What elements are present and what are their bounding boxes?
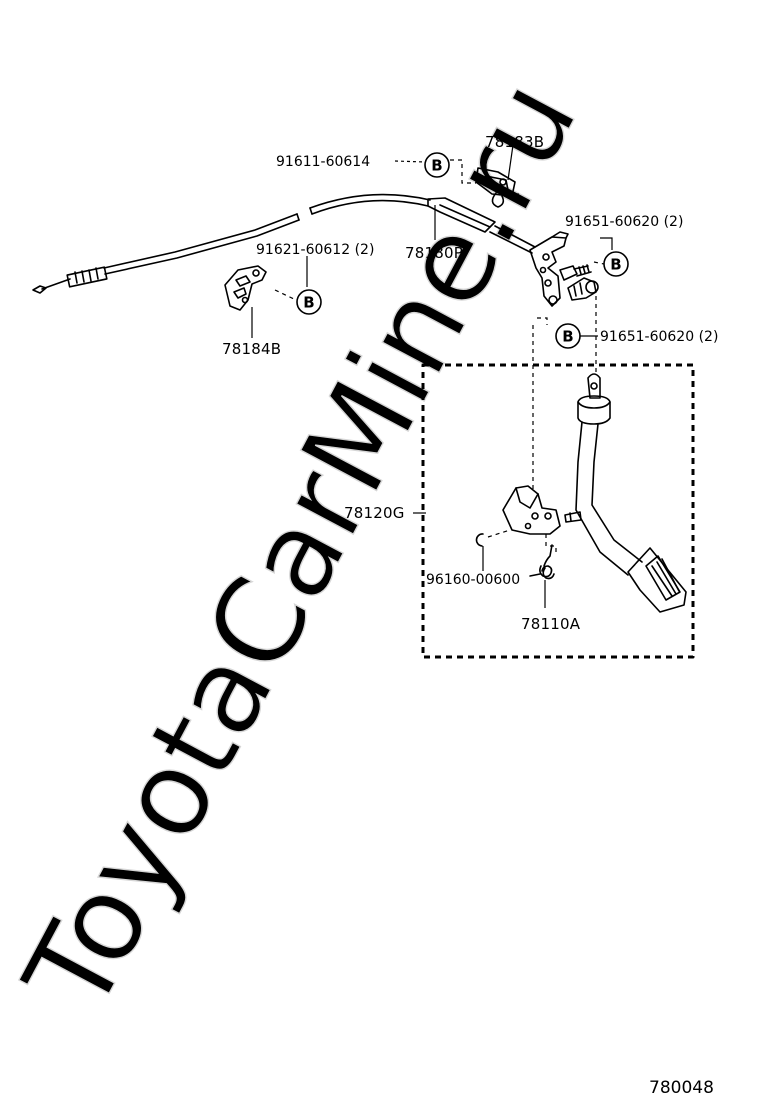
marker-b-4: B bbox=[555, 323, 581, 349]
svg-text:B: B bbox=[303, 294, 314, 312]
label-78120G: 78120G bbox=[344, 504, 405, 522]
label-91611-60614: 91611-60614 bbox=[276, 154, 370, 170]
clamp-78183B bbox=[475, 167, 519, 208]
watermark: ToyotaCarMine.ru bbox=[0, 58, 604, 1034]
e-ring-96160 bbox=[475, 533, 484, 547]
label-78184B: 78184B bbox=[222, 340, 281, 358]
marker-b-2: B bbox=[603, 251, 629, 277]
ball-joint bbox=[567, 277, 599, 301]
spring-78110A bbox=[529, 544, 555, 580]
bracket-78184B bbox=[224, 265, 267, 311]
marker-b-3: B bbox=[296, 289, 322, 315]
bolt-91651-top bbox=[559, 264, 592, 281]
label-96160-00600: 96160-00600 bbox=[426, 572, 520, 588]
label-91651-60620-mid: 91651-60620 (2) bbox=[600, 329, 718, 345]
pedal-assembly-boundary bbox=[421, 363, 695, 659]
label-78180P: 78180P bbox=[405, 244, 463, 262]
pedal-bracket bbox=[502, 485, 561, 535]
cable-bracket bbox=[529, 231, 569, 307]
label-91621-60612: 91621-60612 (2) bbox=[256, 242, 374, 258]
marker-b-1: B bbox=[424, 152, 450, 178]
accelerator-cable bbox=[32, 193, 536, 294]
diagram-id: 780048 bbox=[649, 1078, 714, 1098]
label-78183B: 78183B bbox=[485, 133, 544, 151]
accelerator-pedal bbox=[564, 373, 687, 613]
svg-text:B: B bbox=[431, 157, 442, 175]
label-78110A: 78110A bbox=[521, 615, 581, 633]
svg-text:B: B bbox=[610, 256, 621, 274]
svg-text:B: B bbox=[562, 328, 573, 346]
label-91651-60620-top: 91651-60620 (2) bbox=[565, 214, 683, 230]
